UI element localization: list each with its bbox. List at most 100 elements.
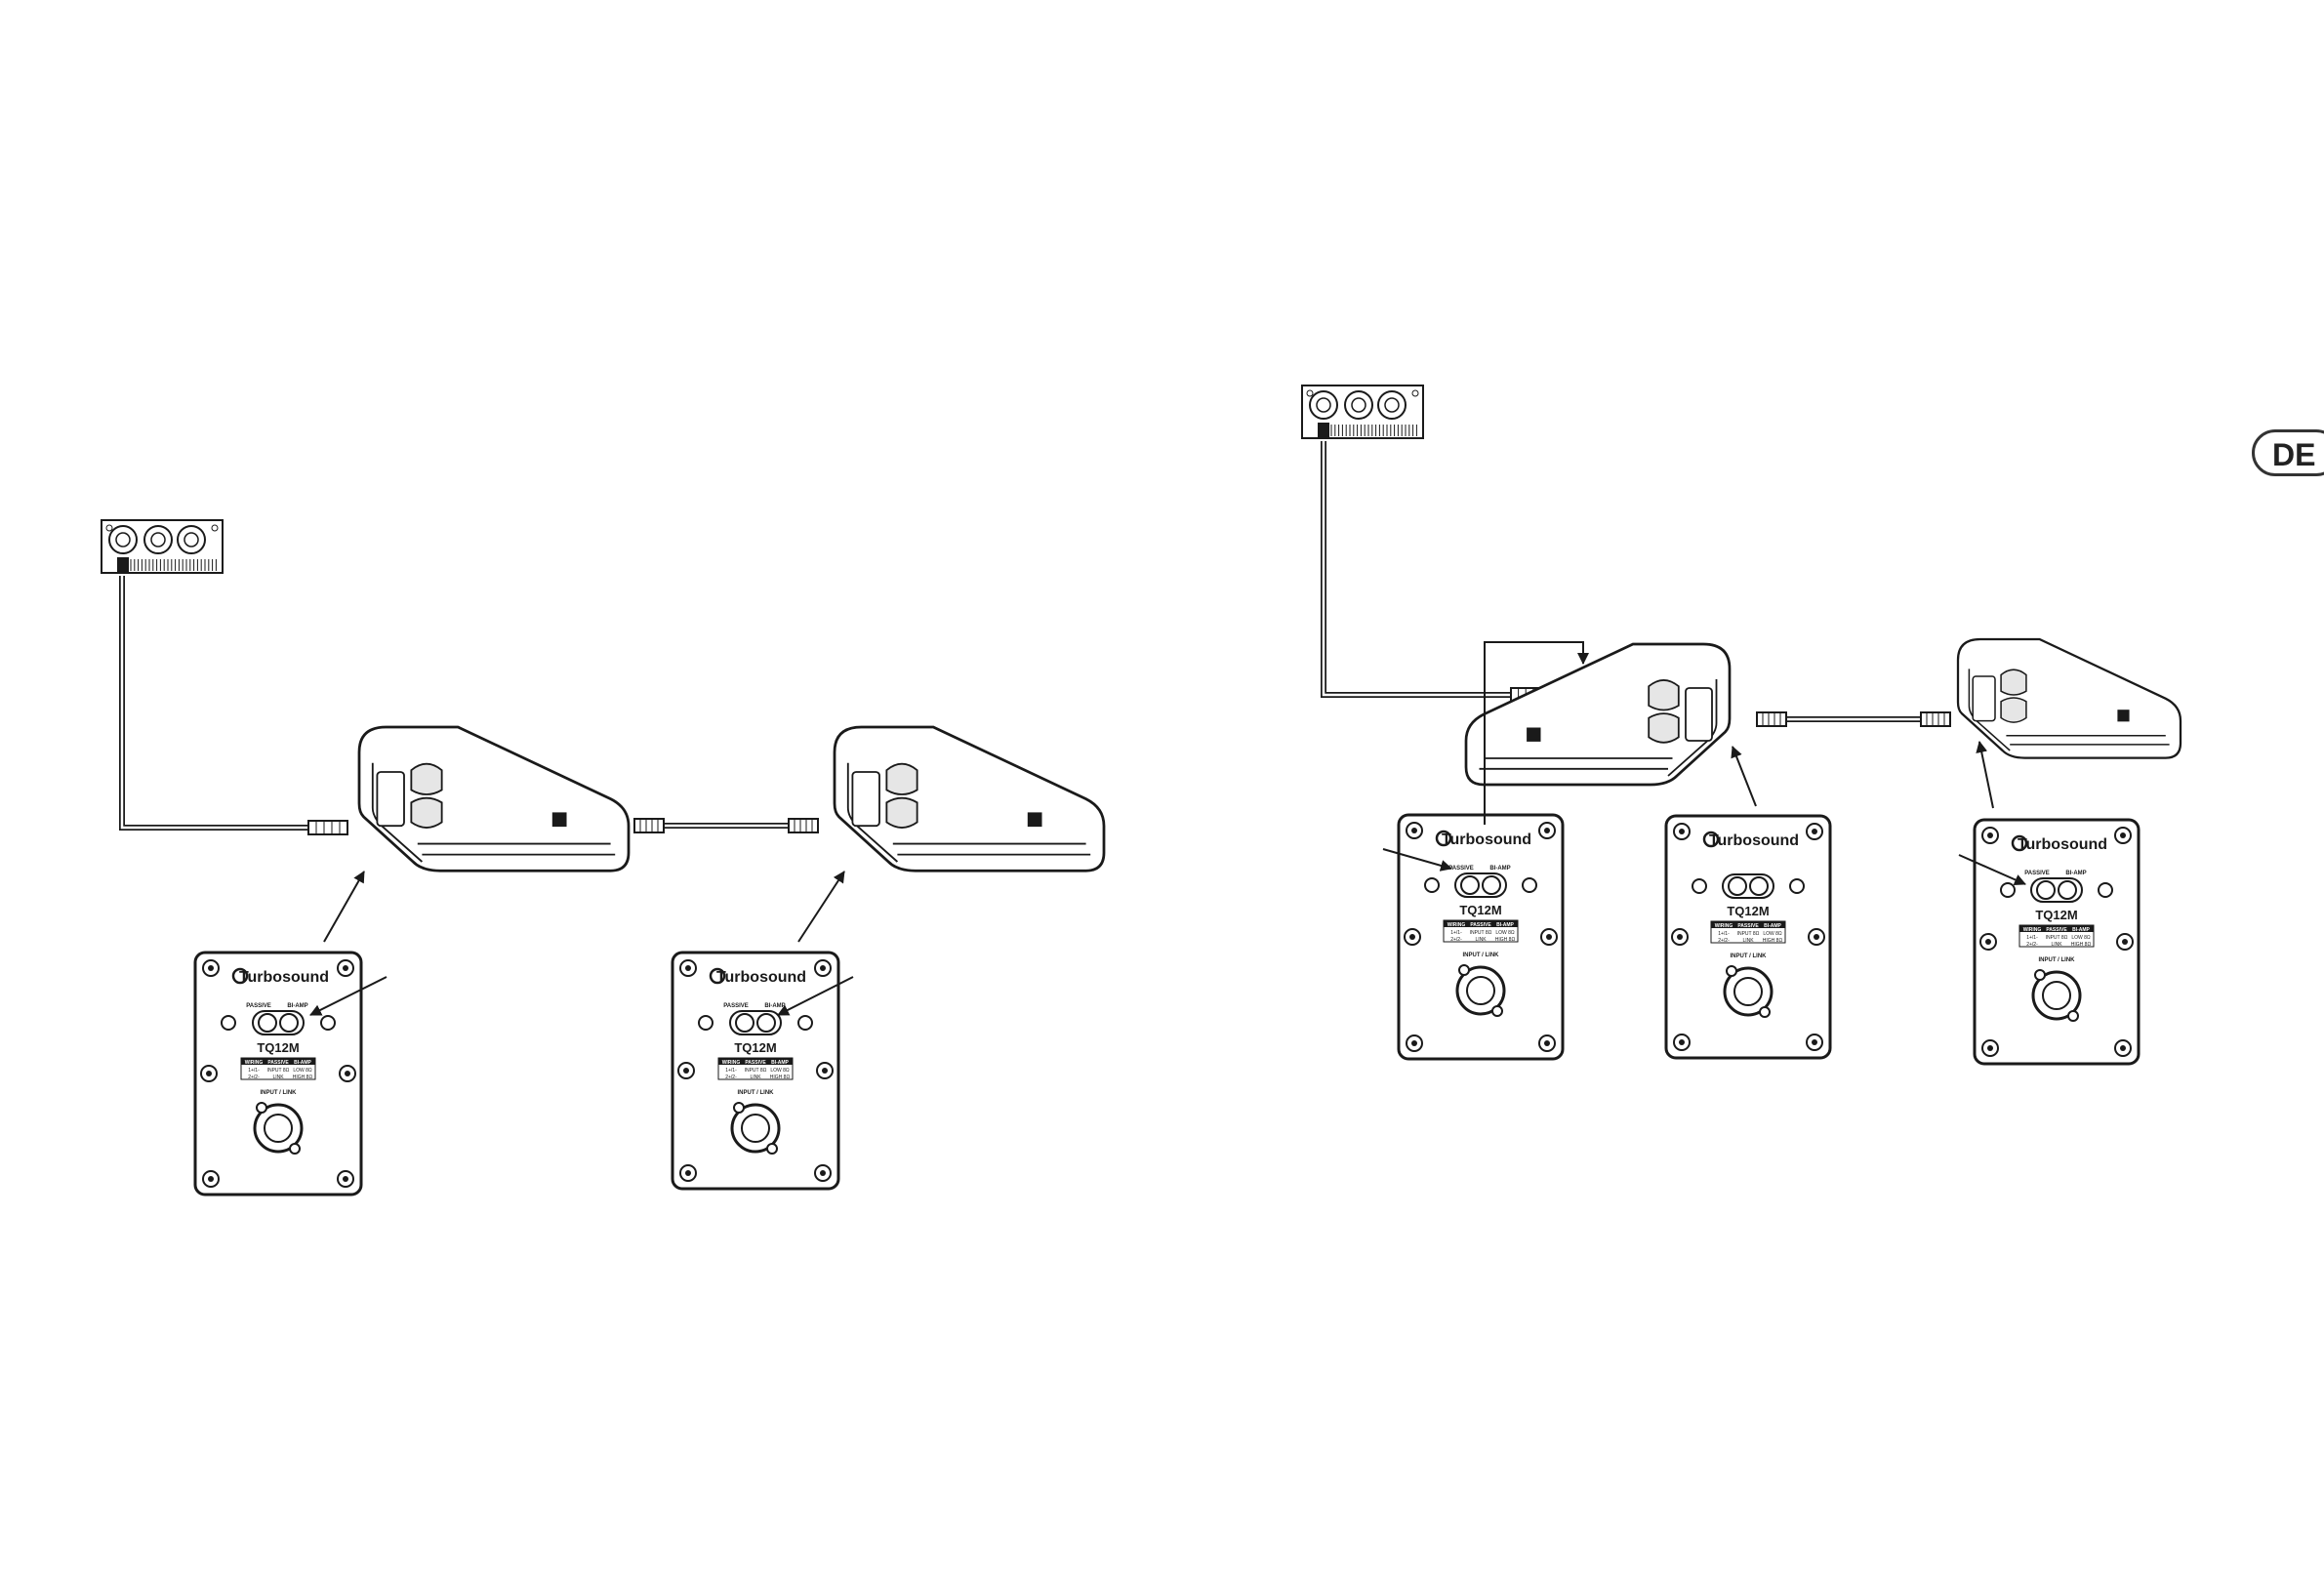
- monitor-handle-upper: [2000, 669, 2027, 696]
- wiring-table-cell: LOW 8Ω: [2071, 935, 2091, 941]
- wiring-table-cell: 2+/2-: [1718, 938, 1730, 944]
- wiring-table-header: PASSIVE: [2046, 927, 2067, 933]
- pointer-to-monitor-1: [323, 871, 365, 943]
- switch-label-biamp: BI-AMP: [2065, 871, 2086, 876]
- wiring-table-cell: HIGH 8Ω: [1495, 937, 1516, 943]
- pointer-to-monitor-2: [797, 871, 845, 943]
- switch-label-biamp: BI-AMP: [287, 1003, 307, 1009]
- pointer-to-switch-2: [777, 976, 854, 1016]
- language-label: DE: [2272, 437, 2316, 472]
- switch-label-passive: PASSIVE: [1448, 866, 1474, 872]
- monitor-connector-plate: [1685, 687, 1713, 742]
- wiring-table-header: WIRING: [2023, 927, 2042, 933]
- connector-label: INPUT / LINK: [2039, 957, 2076, 963]
- speakon-plug-monitor-1-input: [307, 820, 348, 835]
- monitor-connector-plate: [851, 771, 880, 828]
- wiring-table-header: BI-AMP: [1496, 922, 1514, 928]
- speakon-plug-link-out: [633, 818, 665, 833]
- switch-label-passive: PASSIVE: [246, 1003, 271, 1009]
- wiring-table-cell: INPUT 8Ω: [1470, 930, 1492, 936]
- monitor-handle-upper: [1648, 679, 1680, 711]
- monitor-logo-badge: [551, 812, 567, 828]
- switch-label-passive: PASSIVE: [2024, 871, 2050, 876]
- wiring-table-header: WIRING: [722, 1060, 741, 1066]
- wiring-table-cell: 2+/2-: [1450, 937, 1462, 943]
- wiring-table-header: PASSIVE: [267, 1060, 289, 1066]
- cable-amp-to-monitor-1: [119, 576, 310, 831]
- brand-name: Turbosound: [716, 969, 806, 986]
- wiring-table-header: BI-AMP: [1764, 923, 1781, 929]
- wiring-table-header: BI-AMP: [294, 1060, 311, 1066]
- monitor-connector-plate: [1972, 675, 1996, 722]
- connector-label: INPUT / LINK: [738, 1090, 775, 1096]
- language-tab[interactable]: DE: [2252, 429, 2324, 476]
- floor-monitor-2: [833, 725, 1106, 872]
- wiring-table-cell: LOW 8Ω: [1763, 931, 1782, 937]
- wiring-table-cell: LOW 8Ω: [293, 1068, 312, 1074]
- pointer-to-monitor-3-side: [1731, 746, 1757, 807]
- wiring-table-cell: 1+/1-: [1718, 931, 1730, 937]
- pointer-to-switch-1: [309, 976, 387, 1016]
- wiring-table-cell: 2+/2-: [2026, 942, 2038, 948]
- wiring-table-header: WIRING: [1715, 923, 1733, 929]
- amp-speakon-plug: [117, 557, 129, 573]
- switch-label-biamp: BI-AMP: [764, 1003, 785, 1009]
- wiring-table-cell: LINK: [1475, 937, 1487, 943]
- connector-label: INPUT / LINK: [261, 1090, 298, 1096]
- wiring-table-cell: INPUT 8Ω: [1737, 931, 1760, 937]
- monitor-logo-badge: [2117, 710, 2130, 722]
- floor-monitor-4: [1956, 637, 2182, 759]
- floor-monitor-1: [357, 725, 631, 872]
- pointer-to-switch-3: [1382, 848, 1452, 872]
- monitor-handle-lower: [2000, 697, 2027, 723]
- turbosound-logo-icon: [2011, 834, 2028, 852]
- turbosound-logo-icon: [709, 967, 726, 985]
- connector-label: INPUT / LINK: [1731, 953, 1768, 959]
- amp-speakon-plug: [1318, 423, 1329, 438]
- floor-monitor-3: [1464, 642, 1732, 787]
- turbosound-logo-icon: [231, 967, 249, 985]
- monitor-handle-upper: [410, 762, 443, 795]
- brand-name: Turbosound: [2018, 836, 2107, 853]
- wiring-table-header: BI-AMP: [2072, 927, 2090, 933]
- wiring-table-header: PASSIVE: [1470, 922, 1491, 928]
- monitor-logo-badge: [1027, 812, 1042, 828]
- wiring-table-header: PASSIVE: [745, 1060, 766, 1066]
- power-amplifier-left: [101, 519, 224, 574]
- wiring-table-cell: 1+/1-: [2026, 935, 2038, 941]
- monitor-handle-upper: [885, 762, 918, 795]
- brand-name: Turbosound: [1442, 832, 1531, 848]
- wiring-table-cell: 1+/1-: [1450, 930, 1462, 936]
- speakon-plug-monitor-2-input: [788, 818, 819, 833]
- wiring-table-header: PASSIVE: [1737, 923, 1759, 929]
- wiring-table-cell: 2+/2-: [248, 1075, 260, 1080]
- wiring-table-cell: INPUT 8Ω: [745, 1068, 767, 1074]
- monitor-handle-lower: [410, 796, 443, 829]
- wiring-table-header: BI-AMP: [771, 1060, 789, 1066]
- monitor-handle-lower: [885, 796, 918, 829]
- wiring-table-cell: LOW 8Ω: [1495, 930, 1515, 936]
- wiring-table-cell: HIGH 8Ω: [1763, 938, 1783, 944]
- model-name: TQ12M: [1727, 904, 1769, 918]
- switch-label-biamp: BI-AMP: [1489, 866, 1510, 872]
- monitor-logo-badge: [1527, 727, 1541, 742]
- wiring-table-cell: LOW 8Ω: [770, 1068, 790, 1074]
- pointer-to-monitor-3: [1484, 641, 1589, 825]
- pointer-to-switch-5: [1958, 854, 2026, 886]
- model-name: TQ12M: [257, 1040, 299, 1055]
- wiring-table-cell: HIGH 8Ω: [2071, 942, 2092, 948]
- wiring-table-cell: LINK: [1742, 938, 1754, 944]
- model-name: TQ12M: [2035, 908, 2077, 922]
- wiring-table-cell: INPUT 8Ω: [2046, 935, 2068, 941]
- speakon-plug-monitor-3-link: [1756, 711, 1787, 727]
